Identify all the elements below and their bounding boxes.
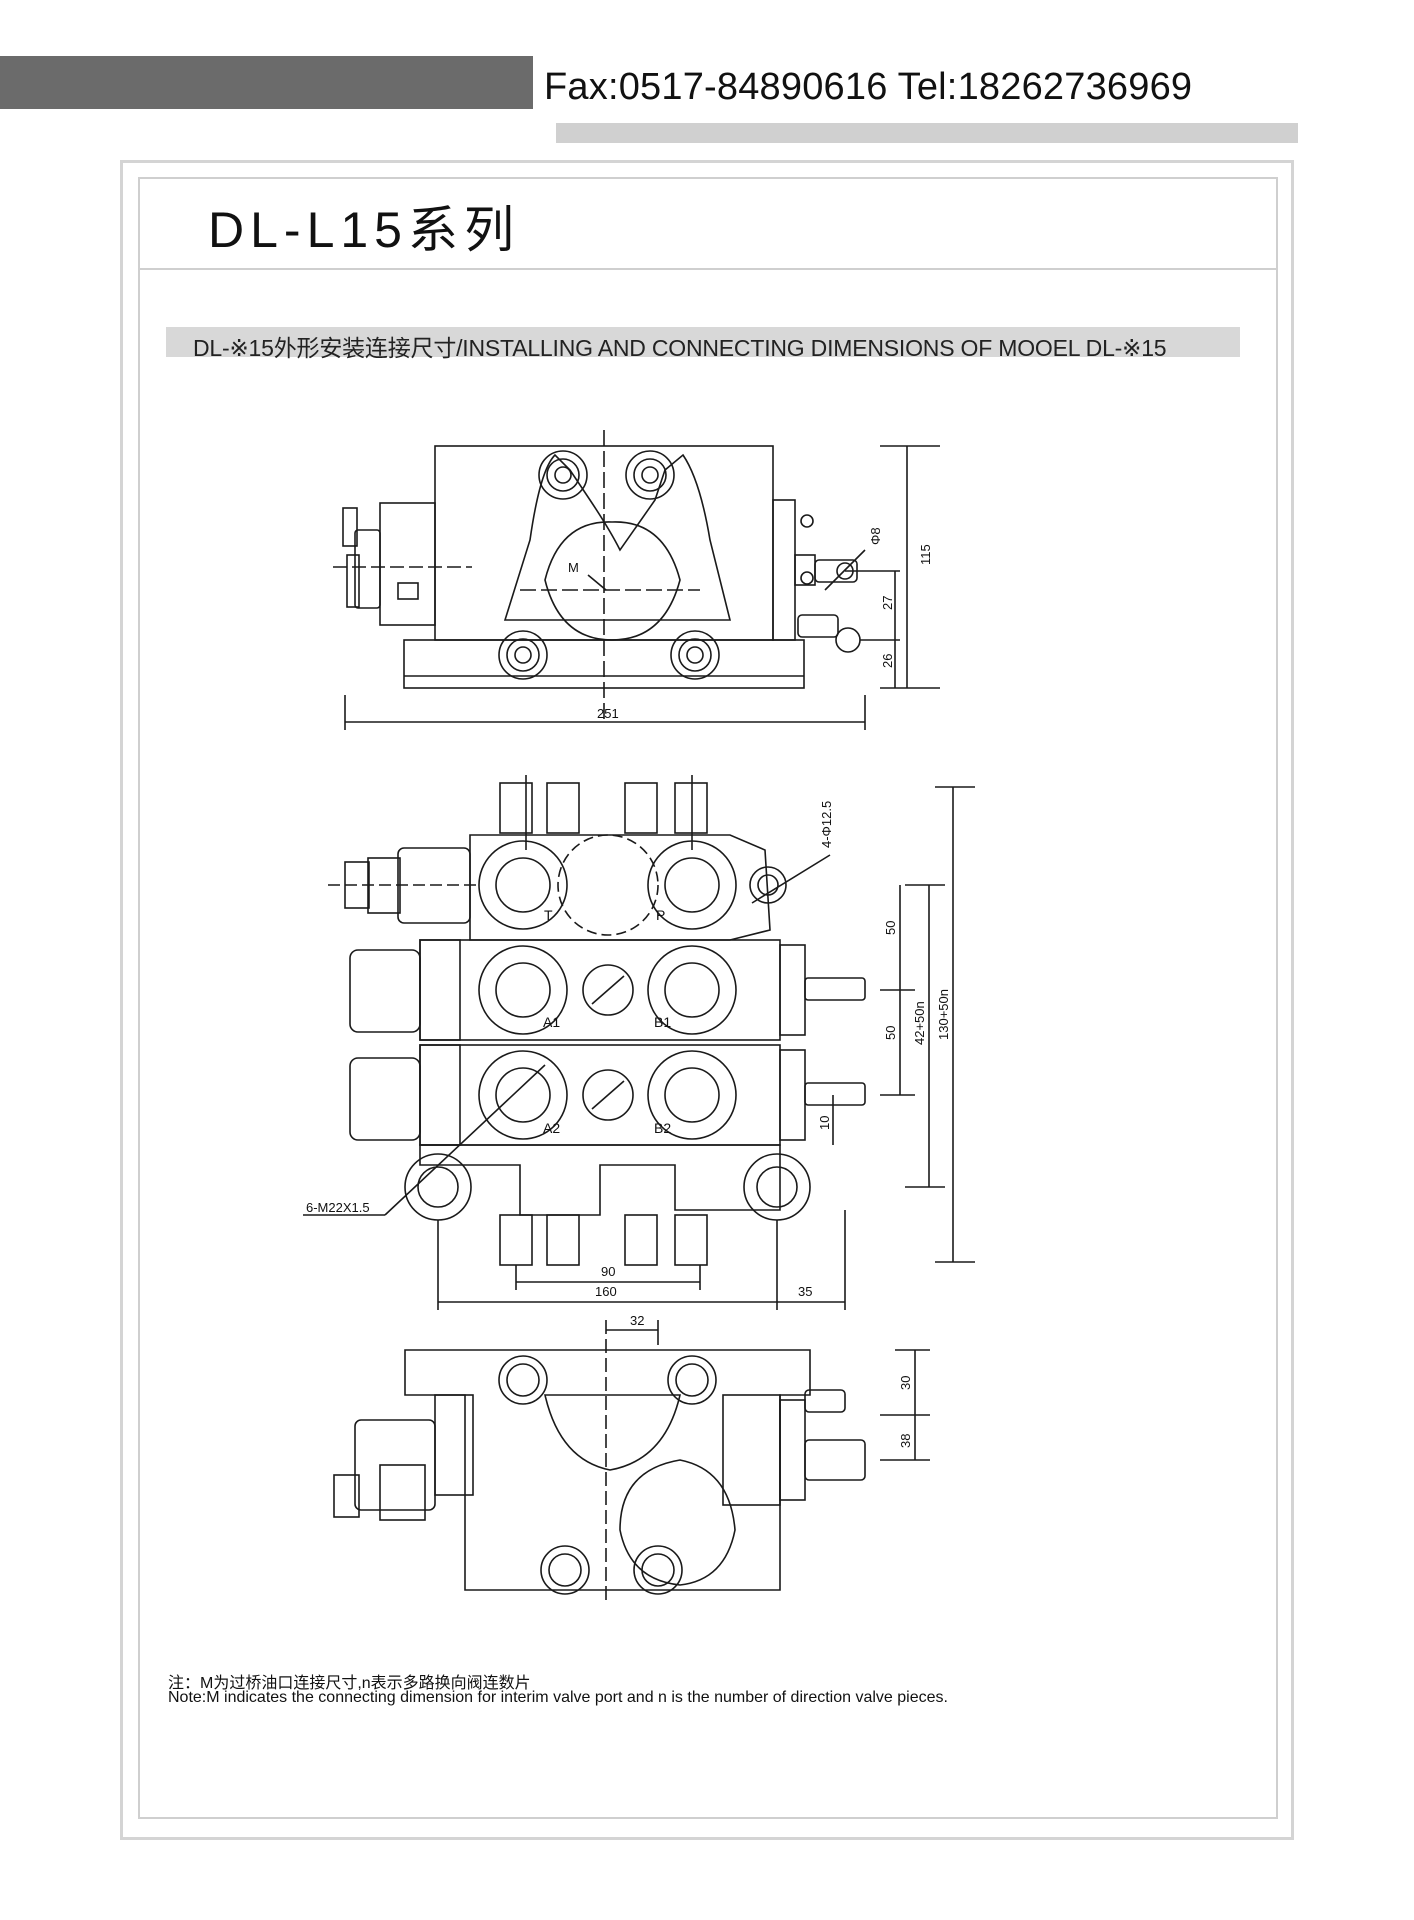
port-t: T [544,907,553,923]
port-b2: B2 [654,1120,671,1136]
dim-4-phi12-5: 4-Φ12.5 [819,801,834,848]
dim-130-50n: 130+50n [936,989,951,1040]
page-frame-outer [120,160,1294,1840]
title-divider [139,268,1277,270]
note-english: Note:M indicates the connecting dimensio… [168,1689,948,1706]
series-title: DL-L15系列 [208,202,520,258]
label-m: M [568,560,579,575]
header-bar-light [556,123,1298,143]
header-bar-dark [0,56,533,109]
middle-view-drawing [303,775,975,1310]
dim-50-lower: 50 [883,1026,898,1040]
bottom-view-drawing [333,1320,930,1605]
port-p: P [656,907,665,923]
subtitle-band [166,327,1240,357]
dim-90: 90 [601,1264,615,1279]
dim-38: 38 [898,1434,913,1448]
dim-6-m22: 6-M22X1.5 [306,1200,370,1215]
port-a1: A1 [543,1014,560,1030]
dim-30: 30 [898,1376,913,1390]
dim-26: 26 [880,654,895,668]
dim-10: 10 [817,1116,832,1130]
dim-160: 160 [595,1284,617,1299]
page-frame-inner [138,177,1278,1819]
header-contact: Fax:0517-84890616 Tel:18262736969 [544,66,1193,108]
dim-42-50n: 42+50n [912,1001,927,1045]
dim-115: 115 [918,544,933,565]
dim-251: 251 [597,706,619,721]
subtitle-text: DL-※15外形安装连接尺寸/INSTALLING AND CONNECTING… [193,335,1167,361]
dim-35: 35 [798,1284,812,1299]
dim-phi8: Φ8 [868,527,883,545]
dim-32: 32 [630,1313,644,1328]
note-chinese: 注：M为过桥油口连接尺寸,n表示多路换向阀连数片 [168,1675,531,1692]
port-a2: A2 [543,1120,560,1136]
dim-50-upper: 50 [883,921,898,935]
top-view-drawing [333,430,940,730]
port-b1: B1 [654,1014,671,1030]
dim-27: 27 [880,596,895,610]
